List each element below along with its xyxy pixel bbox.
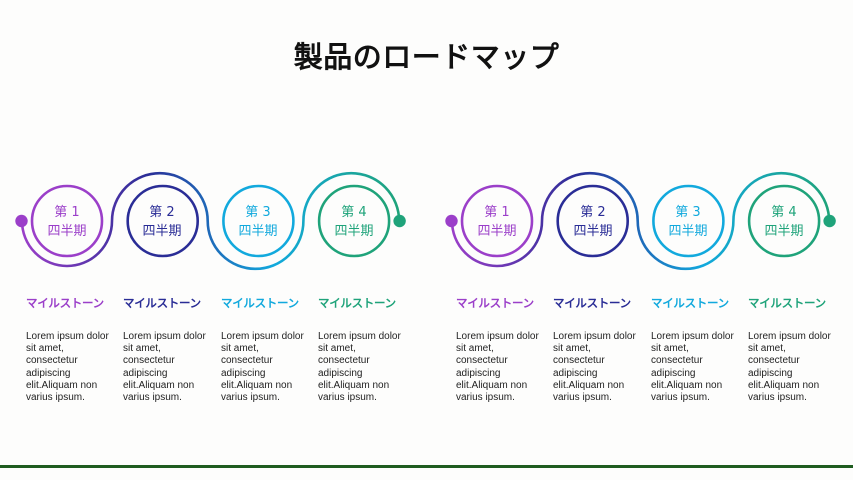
- quarter-arc: [652, 220, 725, 258]
- quarter-number: 第 3: [245, 205, 271, 220]
- quarter-arc: [747, 220, 821, 258]
- milestone-description: Lorem ipsum dolor sit amet, consectetur …: [123, 331, 206, 404]
- quarter-unit: 四半期: [764, 224, 804, 239]
- roadmap-wave: [20, 171, 401, 271]
- quarter-arc: [460, 220, 534, 258]
- milestone-title: マイルストーン: [748, 296, 826, 310]
- milestone-title: マイルストーン: [651, 296, 729, 310]
- start-dot: [15, 214, 28, 228]
- quarter-arc: [126, 220, 199, 258]
- quarter-number: 第 4: [341, 205, 367, 220]
- milestone-description: Lorem ipsum dolor sit amet, consectetur …: [553, 331, 636, 404]
- quarter-4-label: 第 4 四半期: [319, 203, 389, 241]
- end-dot: [393, 214, 406, 228]
- quarter-arc: [30, 220, 104, 258]
- start-dot: [445, 214, 458, 228]
- quarter-unit: 四半期: [238, 224, 278, 239]
- quarter-arc: [30, 184, 104, 222]
- quarter-3-label: 第 3 四半期: [653, 203, 723, 241]
- slide-title: 製品のロードマップ: [293, 40, 560, 74]
- milestone-title: マイルストーン: [123, 296, 201, 310]
- quarter-2-label: 第 2 四半期: [558, 203, 628, 241]
- milestone-description: Lorem ipsum dolor sit amet, consectetur …: [456, 331, 539, 404]
- quarter-arc: [317, 184, 391, 222]
- footer-rule: [0, 465, 853, 468]
- quarter-arc: [460, 184, 534, 222]
- milestone-title: マイルストーン: [553, 296, 631, 310]
- quarter-2-label: 第 2 四半期: [127, 203, 197, 241]
- quarter-1-label: 第 1 四半期: [32, 203, 102, 241]
- milestone-title: マイルストーン: [26, 296, 104, 310]
- roadmap-wave: [450, 171, 831, 271]
- end-dot: [823, 214, 836, 228]
- milestone-title: マイルストーン: [221, 296, 299, 310]
- quarter-1-label: 第 1 四半期: [462, 203, 532, 241]
- milestone-title: マイルストーン: [318, 296, 396, 310]
- quarter-number: 第 4: [771, 205, 797, 220]
- milestone-description: Lorem ipsum dolor sit amet, consectetur …: [318, 331, 401, 404]
- quarter-arc: [126, 184, 199, 222]
- milestone-description: Lorem ipsum dolor sit amet, consectetur …: [748, 331, 831, 404]
- quarter-number: 第 2: [580, 205, 606, 220]
- quarter-3-label: 第 3 四半期: [223, 203, 293, 241]
- quarter-unit: 四半期: [334, 224, 374, 239]
- quarter-unit: 四半期: [573, 224, 613, 239]
- quarter-arc: [747, 184, 821, 222]
- milestone-description: Lorem ipsum dolor sit amet, consectetur …: [26, 331, 109, 404]
- quarter-unit: 四半期: [668, 224, 708, 239]
- quarter-arc: [222, 220, 295, 258]
- quarter-number: 第 3: [675, 205, 701, 220]
- quarter-arc: [317, 220, 391, 258]
- quarter-arc: [556, 220, 629, 258]
- quarter-unit: 四半期: [142, 224, 182, 239]
- milestone-title: マイルストーン: [456, 296, 534, 310]
- quarter-arc: [222, 184, 295, 222]
- quarter-number: 第 1: [484, 205, 510, 220]
- quarter-unit: 四半期: [477, 224, 517, 239]
- quarter-number: 第 2: [149, 205, 175, 220]
- quarter-arc: [652, 184, 725, 222]
- quarter-arc: [556, 184, 629, 222]
- quarter-4-label: 第 4 四半期: [749, 203, 819, 241]
- quarter-unit: 四半期: [47, 224, 87, 239]
- milestone-description: Lorem ipsum dolor sit amet, consectetur …: [221, 331, 304, 404]
- quarter-number: 第 1: [54, 205, 80, 220]
- milestone-description: Lorem ipsum dolor sit amet, consectetur …: [651, 331, 734, 404]
